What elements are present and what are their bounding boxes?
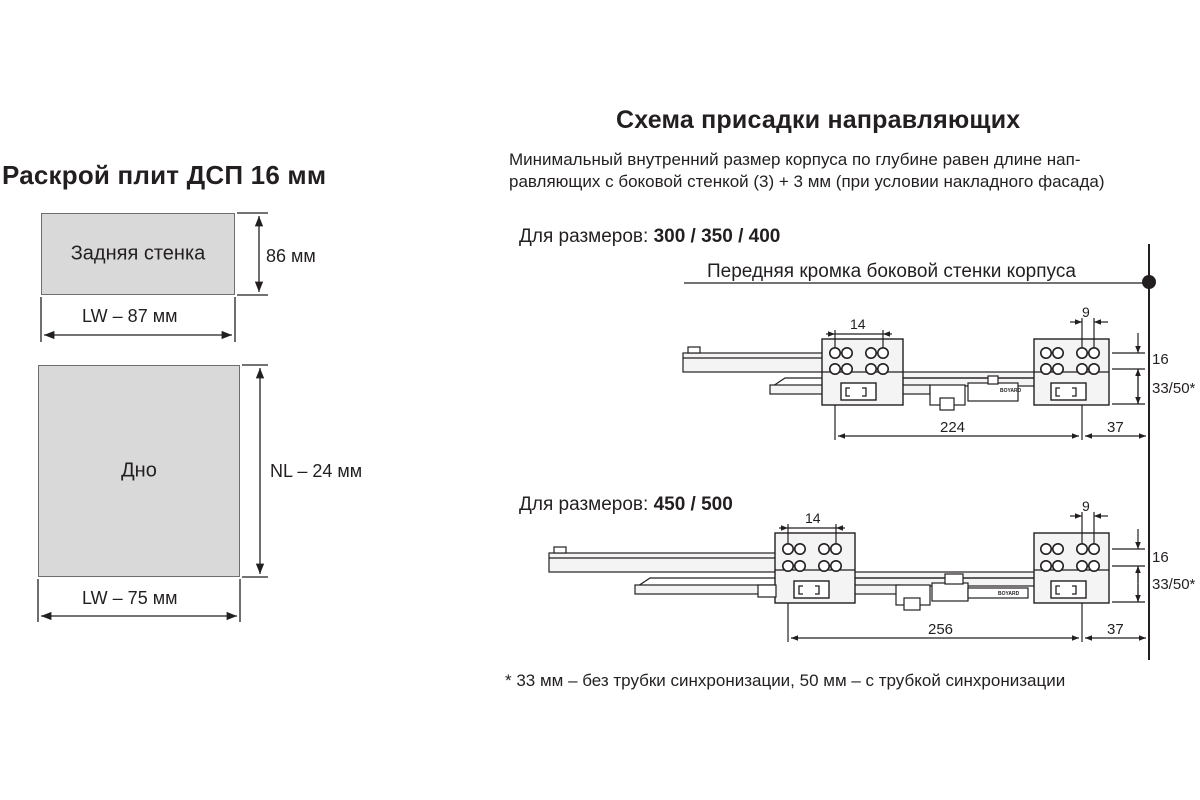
bottom-panel: Дно: [38, 365, 240, 577]
back-panel: Задняя стенка: [41, 213, 235, 295]
dim-37-2: 37: [1107, 621, 1124, 638]
sizes-values-1: 300 / 350 / 400: [653, 226, 781, 247]
description-line2: равляющих с боковой стенкой (3) + 3 мм (…: [509, 172, 1105, 191]
sizes-values-2: 450 / 500: [653, 494, 733, 515]
bottom-panel-label: Дно: [121, 459, 157, 482]
bottom-panel-height-label: NL – 24 мм: [270, 461, 363, 481]
bottom-panel-width-label: LW – 75 мм: [82, 588, 178, 608]
dim-9-2: 9: [1082, 498, 1090, 514]
brand-label-1: BOYARD: [1000, 388, 1022, 394]
drilling-title: Схема присадки направляющих: [616, 106, 1021, 134]
dim-9-1: 9: [1082, 304, 1090, 320]
back-panel-label: Задняя стенка: [70, 242, 206, 265]
cutting-title: Раскрой плит ДСП 16 мм: [2, 160, 327, 190]
sizes-prefix-1: Для размеров:: [519, 226, 654, 247]
dim-14-1: 14: [850, 316, 866, 332]
dim-16-2: 16: [1152, 549, 1169, 566]
dim-33-50-1: 33/50*: [1152, 380, 1196, 397]
front-edge-dot: [1142, 275, 1156, 289]
back-panel-height-label: 86 мм: [266, 246, 316, 266]
sizes-label-2: Для размеров: 450 / 500: [519, 494, 733, 516]
dim-256: 256: [928, 621, 953, 638]
front-edge-label: Передняя кромка боковой стенки корпуса: [707, 261, 1076, 282]
rail-diagram-2: [548, 512, 1146, 642]
dim-37-1: 37: [1107, 419, 1124, 436]
brand-label-2: BOYARD: [998, 591, 1020, 597]
description-line1: Минимальный внутренний размер корпуса по…: [509, 150, 1081, 169]
back-panel-width-label: LW – 87 мм: [82, 306, 178, 326]
dim-16-1: 16: [1152, 351, 1169, 368]
rail-diagram-1: [682, 318, 1146, 440]
sizes-label-1: Для размеров: 300 / 350 / 400: [519, 226, 780, 248]
footnote: * 33 мм – без трубки синхронизации, 50 м…: [505, 671, 1066, 690]
dim-224: 224: [940, 419, 965, 436]
dim-33-50-2: 33/50*: [1152, 576, 1196, 593]
sizes-prefix-2: Для размеров:: [519, 494, 654, 515]
dim-14-2: 14: [805, 510, 821, 526]
